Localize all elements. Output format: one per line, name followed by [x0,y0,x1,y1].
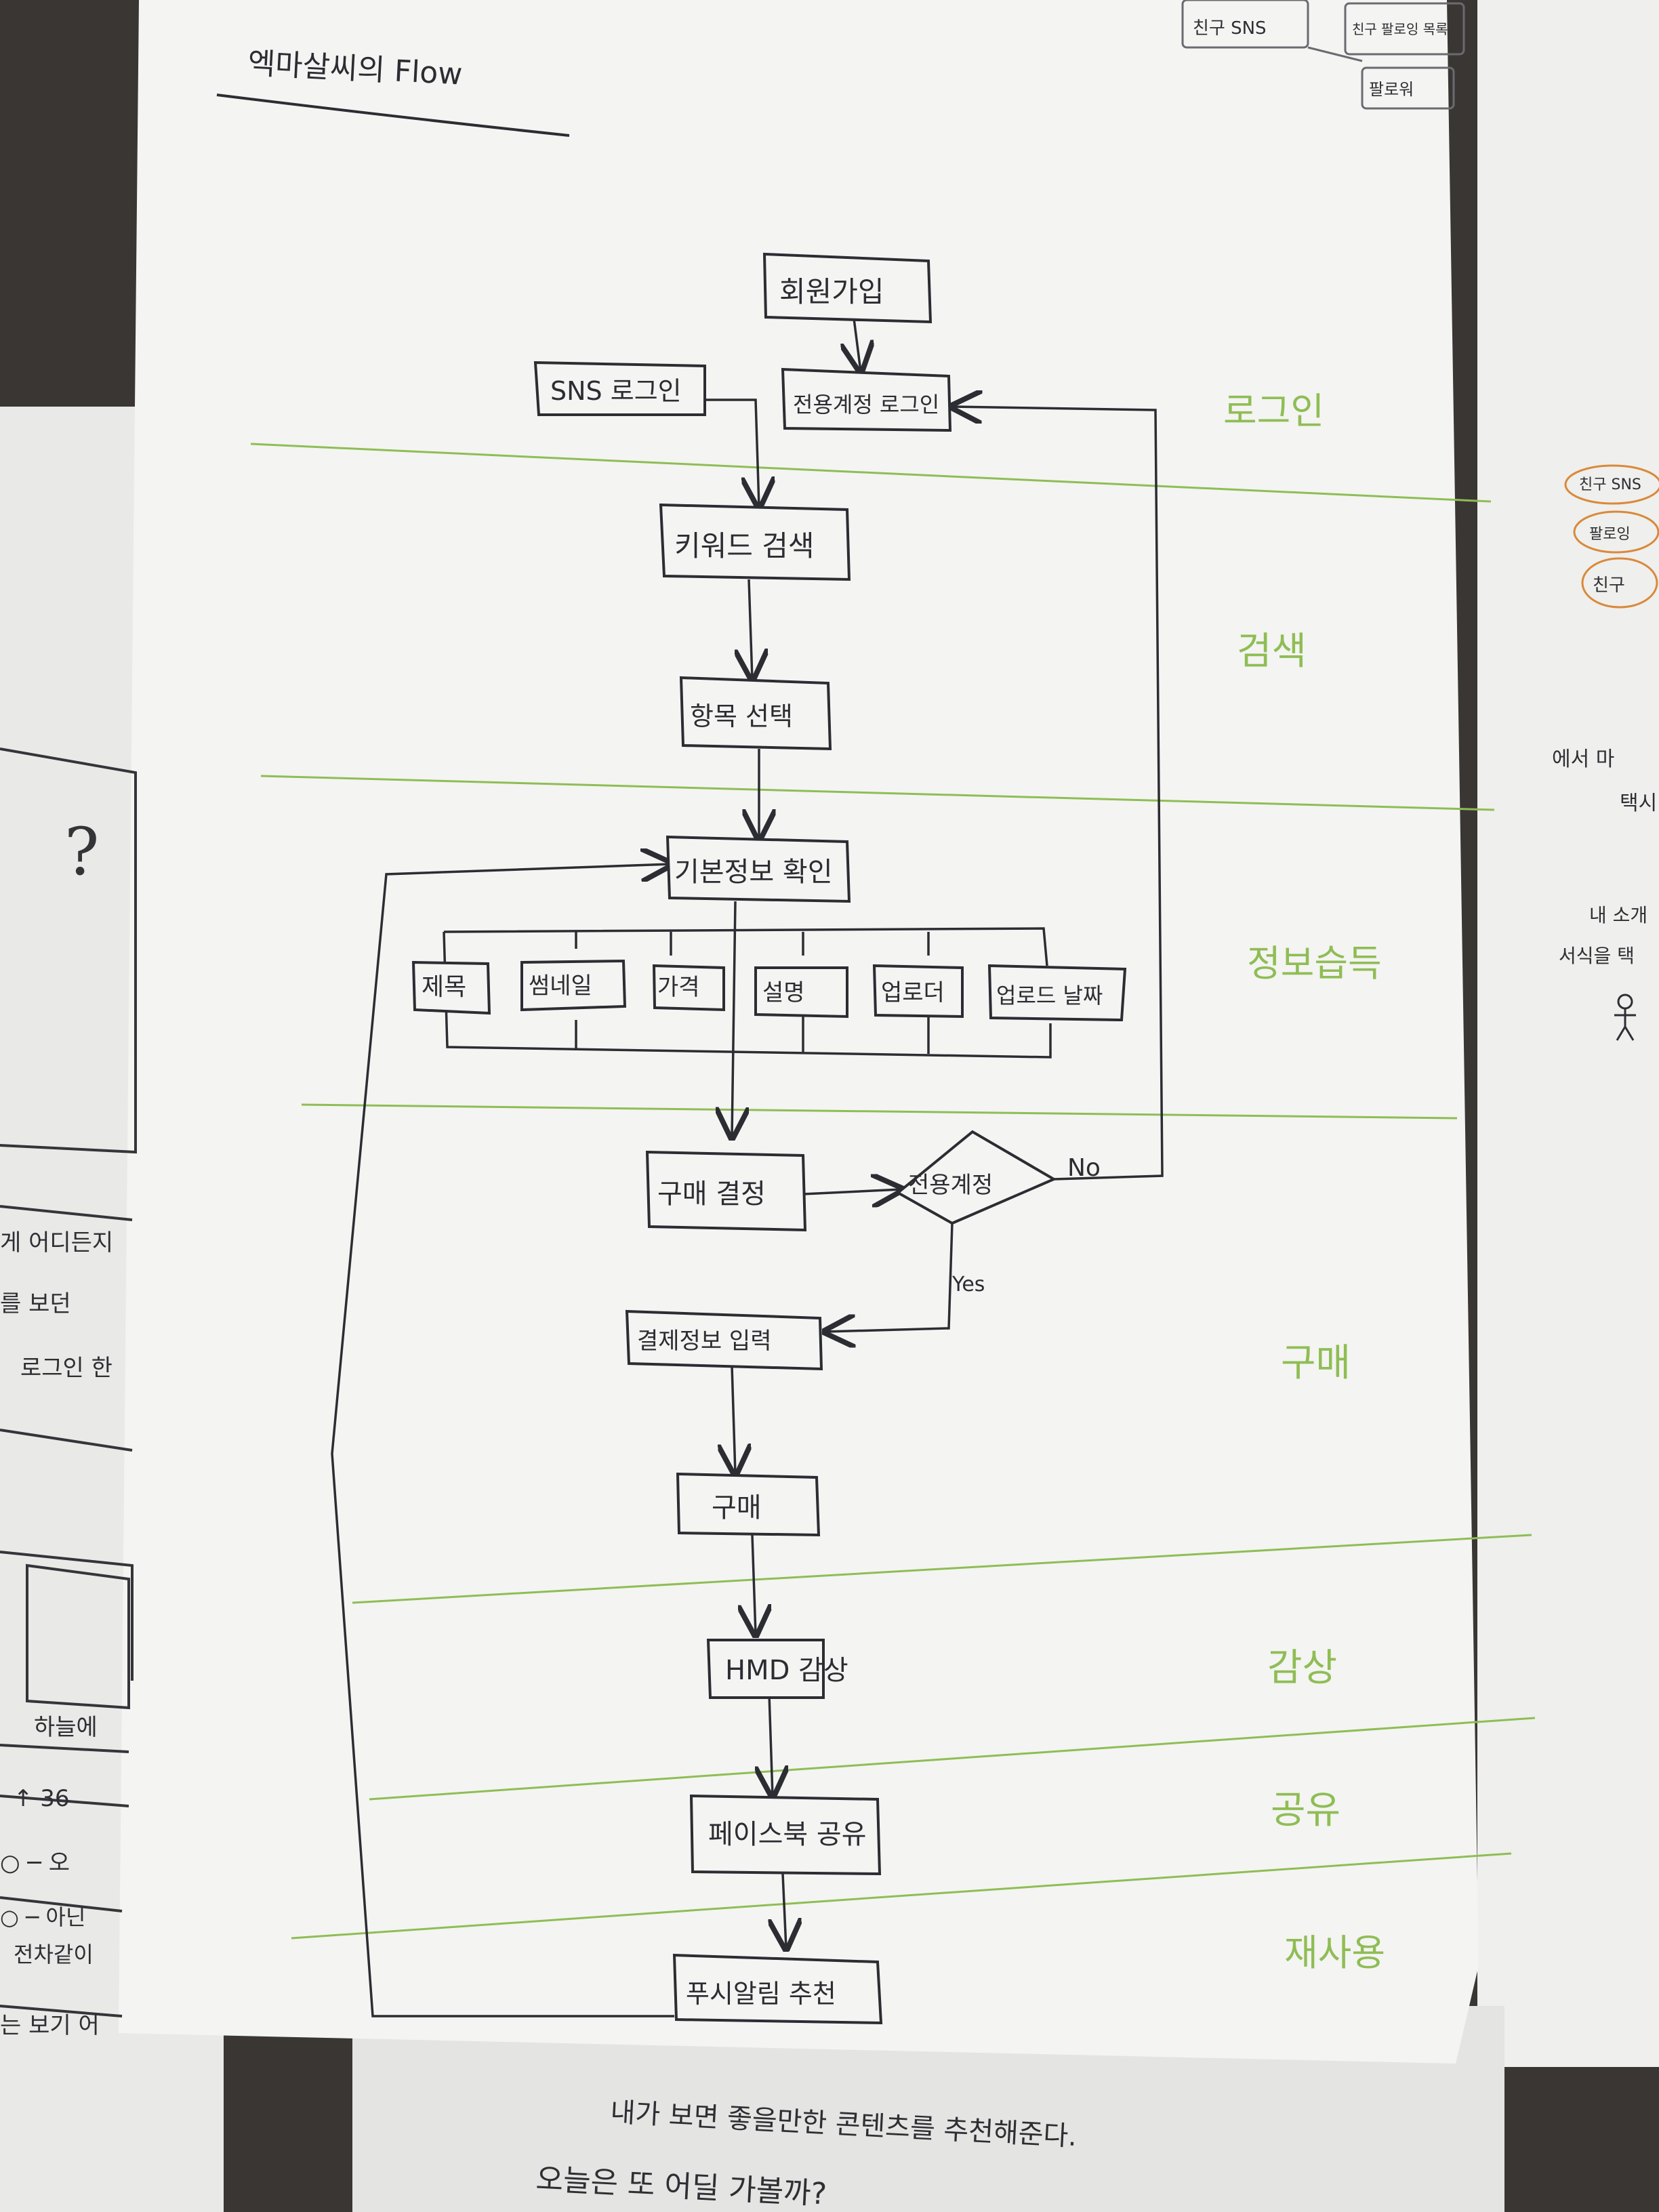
left-sheet-lines [0,747,137,2018]
info-price-label: 가격 [657,974,700,1001]
hmd-view-label: HMD 감상 [725,1655,848,1686]
lane-label-info: 정보습득 [1247,942,1382,985]
push-recommend-label: 푸시알림 추천 [686,1979,836,2009]
node-labels: 회원가입 SNS 로그인 전용계정 로그인 키워드 검색 항목 선택 기본정보 … [422,275,1103,2009]
lane-separators [250,443,1536,1940]
push-recommend-box [672,1953,883,2025]
lane-label-purchase: 구매 [1281,1341,1351,1385]
info-price-box [652,964,725,1012]
info-title-box [411,960,491,1015]
facebook-share-label: 페이스북 공유 [708,1819,867,1850]
hmd-view-box [706,1639,825,1699]
account-login-label: 전용계정 로그인 [793,392,939,417]
lane-label-login: 로그인 [1223,390,1324,432]
bottom-text-1: 내가 보면 좋을만한 콘텐츠를 추천해준다. [609,2097,1078,2152]
info-desc-box [754,966,848,1019]
lane-label-search: 검색 [1237,630,1307,674]
right-note-3: 친구 [1593,575,1625,596]
bottom-text-2: 오늘은 또 어딜 가볼까? [535,2162,827,2211]
sns-login-box [533,361,706,416]
facebook-share-box [689,1794,882,1876]
left-text-6: ○ ─ 오 [0,1849,70,1877]
select-item-label: 항목 선택 [690,701,793,731]
left-text-8: 전차같이 [14,1942,94,1967]
top-note-1: 친구 SNS [1193,18,1267,39]
no-edge-label: No [1067,1154,1101,1182]
left-text-7: ○ ─ 아닌 [0,1904,85,1930]
right-text-2: 택시 [1620,792,1657,815]
sns-login-label: SNS 로그인 [550,376,682,406]
left-text-9: 는 보기 어 [0,2012,100,2039]
purchase-decision-label: 구매 결정 [657,1179,766,1210]
right-note-2: 팔로잉 [1589,526,1631,543]
info-thumb-box [520,959,627,1012]
title-underline [216,94,570,137]
node-boxes [411,252,1127,2025]
right-note-circles [1564,464,1659,609]
left-text-1: 게 어디든지 [0,1229,113,1256]
top-right-note-sketch [1181,0,1465,110]
right-text-3: 내 소개 [1589,904,1647,926]
left-text-4: 하늘에 [34,1714,98,1741]
account-check-label: 전용계정 [908,1172,993,1199]
left-text-2: 를 보던 [0,1290,71,1317]
main-paper [119,0,1479,2064]
info-date-box [987,964,1127,1022]
info-date-label: 업로드 날짜 [996,983,1103,1008]
right-text-4: 서식을 택 [1559,945,1635,967]
purchase-box [676,1472,821,1537]
account-login-box [781,367,952,432]
lane-label-reuse: 재사용 [1284,1931,1385,1974]
left-text-5: ↑ 36 [14,1785,70,1812]
purchase-label: 구매 [712,1492,762,1523]
right-note-1: 친구 SNS [1579,476,1641,493]
basic-info-label: 기본정보 확인 [674,857,833,888]
purchase-decision-box [645,1150,807,1232]
payment-info-box [625,1309,823,1371]
left-text-3: 로그인 한 [20,1355,112,1382]
lane-label-view: 감상 [1267,1646,1337,1690]
connectors [331,318,1164,2018]
info-uploader-label: 업로더 [881,979,945,1006]
stick-figure-icon [1614,994,1636,1041]
info-thumb-label: 썸네일 [529,972,592,1000]
account-check-diamond [895,1130,1057,1225]
keyword-search-box [659,503,851,581]
right-text-1: 에서 마 [1552,747,1614,771]
info-desc-label: 설명 [762,979,805,1006]
keyword-search-label: 키워드 검색 [674,529,815,562]
top-note-2: 친구 팔로잉 목록 [1352,21,1448,37]
info-uploader-box [872,964,964,1019]
yes-edge-label: Yes [951,1273,985,1296]
lane-label-share: 공유 [1271,1788,1340,1832]
top-note-3: 팔로워 [1369,80,1414,99]
signup-label: 회원가입 [779,275,884,308]
question-mark-icon: ? [64,814,99,890]
info-title-label: 제목 [422,973,466,1001]
basic-info-box [665,835,851,903]
signup-box [762,252,933,324]
select-item-box [679,676,832,751]
payment-info-label: 결제정보 입력 [637,1328,772,1355]
